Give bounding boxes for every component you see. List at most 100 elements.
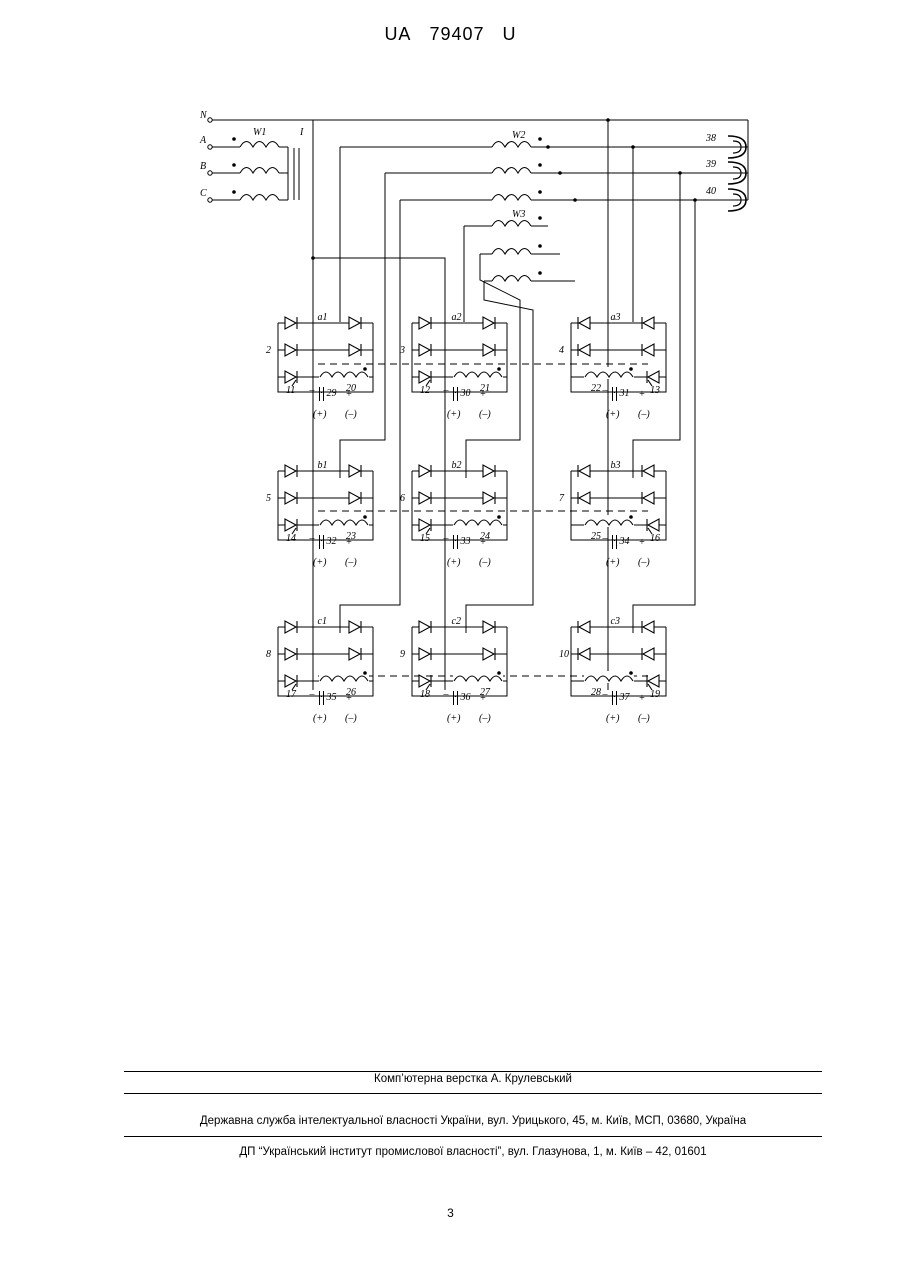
primary-coil-icon — [240, 142, 279, 148]
thyristor-label-15: 15 — [420, 533, 430, 544]
junction-dot — [546, 145, 550, 149]
phase-feed-b3 — [633, 173, 680, 478]
diode-icon — [483, 317, 495, 329]
junction-dot — [558, 171, 562, 175]
diode-icon — [285, 492, 297, 504]
junction-dot — [629, 515, 633, 519]
diode-icon — [642, 317, 654, 329]
junction-dot — [538, 244, 542, 248]
diode-icon — [578, 492, 590, 504]
polarity-alt-minus: (–) — [638, 409, 650, 420]
diode-icon — [483, 492, 495, 504]
secondary-coil-icon — [492, 195, 531, 201]
diode-icon — [642, 465, 654, 477]
institute-address: ДП “Український інститут промислової вла… — [124, 1146, 822, 1158]
phase-label-a3: a3 — [611, 312, 621, 323]
polarity-plus: + — [346, 693, 353, 704]
footer-rule-middle — [124, 1093, 822, 1094]
diode-icon — [349, 344, 361, 356]
junction-dot — [573, 198, 577, 202]
diode-icon — [285, 465, 297, 477]
diode-icon — [349, 621, 361, 633]
diode-icon — [349, 648, 361, 660]
diode-icon — [483, 465, 495, 477]
output-terminal-38: 38 — [705, 133, 716, 144]
diode-icon — [578, 648, 590, 660]
phase-terminal — [208, 171, 212, 175]
thyristor-label-17: 17 — [286, 689, 297, 700]
secondary-coil-icon — [492, 142, 531, 148]
unit-label-6: 6 — [400, 493, 405, 504]
polarity-minus: – — [443, 689, 450, 700]
polarity-alt-plus: (+) — [606, 409, 620, 420]
capacitor-label-29: 29 — [327, 388, 337, 399]
junction-dot — [232, 190, 236, 194]
phase-feed-b2 — [466, 254, 520, 478]
junction-dot — [538, 190, 542, 194]
polarity-alt-plus: (+) — [447, 557, 461, 568]
inductor-label-22: 22 — [591, 383, 601, 394]
diode-icon — [642, 621, 654, 633]
diode-icon — [285, 621, 297, 633]
thyristor-icon — [285, 519, 297, 534]
module-frame — [412, 471, 507, 540]
winding-label-w1: W1 — [253, 127, 266, 138]
diode-icon — [419, 621, 431, 633]
page-number: 3 — [0, 1206, 901, 1220]
junction-dot — [232, 163, 236, 167]
diode-icon — [349, 492, 361, 504]
phase-feed-b1 — [340, 173, 385, 478]
phase-label-c3: c3 — [611, 616, 620, 627]
phase-label-a2: a2 — [452, 312, 462, 323]
junction-dot — [629, 671, 633, 675]
winding-label-w2: W2 — [512, 130, 525, 141]
module-frame — [571, 627, 666, 696]
capacitor-label-31: 31 — [619, 388, 630, 399]
thyristor-label-13: 13 — [650, 385, 660, 396]
polarity-plus: + — [480, 537, 487, 548]
phase-label-c1: c1 — [318, 616, 327, 627]
diode-icon — [642, 344, 654, 356]
phase-terminal — [208, 198, 212, 202]
polarity-alt-plus: (+) — [606, 713, 620, 724]
polarity-alt-plus: (+) — [313, 713, 327, 724]
module-frame — [412, 627, 507, 696]
junction-dot — [497, 671, 501, 675]
polarity-alt-plus: (+) — [313, 557, 327, 568]
diode-icon — [419, 492, 431, 504]
inductor-label-25: 25 — [591, 531, 601, 542]
capacitor-label-35: 35 — [326, 692, 337, 703]
diode-icon — [483, 621, 495, 633]
unit-label-5: 5 — [266, 493, 271, 504]
module-frame — [571, 323, 666, 392]
polarity-alt-minus: (–) — [638, 557, 650, 568]
core-label: I — [299, 127, 304, 138]
phase-label-a: A — [199, 135, 207, 146]
diode-icon — [285, 344, 297, 356]
polarity-minus: – — [309, 385, 316, 396]
phase-terminal — [208, 145, 212, 149]
capacitor-label-37: 37 — [619, 692, 631, 703]
module-frame — [278, 323, 373, 392]
secondary-coil-icon — [492, 168, 531, 174]
phase-label-a1: a1 — [318, 312, 328, 323]
diode-icon — [285, 648, 297, 660]
unit-label-3: 3 — [399, 345, 405, 356]
winding-label-w3: W3 — [512, 209, 525, 220]
diode-icon — [419, 465, 431, 477]
thyristor-icon — [647, 371, 659, 386]
unit-label-4: 4 — [559, 345, 564, 356]
thyristor-label-19: 19 — [650, 689, 660, 700]
polarity-alt-minus: (–) — [345, 557, 357, 568]
polarity-alt-plus: (+) — [447, 409, 461, 420]
capacitor-label-32: 32 — [326, 536, 337, 547]
polarity-plus: + — [639, 693, 646, 704]
thyristor-icon — [285, 371, 297, 386]
inductor-label-28: 28 — [591, 687, 601, 698]
diode-icon — [578, 317, 590, 329]
output-terminal-39: 39 — [705, 159, 716, 170]
phase-feed-c2 — [466, 281, 533, 633]
neutral-label: N — [199, 110, 208, 121]
junction-dot — [497, 367, 501, 371]
junction-dot — [538, 137, 542, 141]
